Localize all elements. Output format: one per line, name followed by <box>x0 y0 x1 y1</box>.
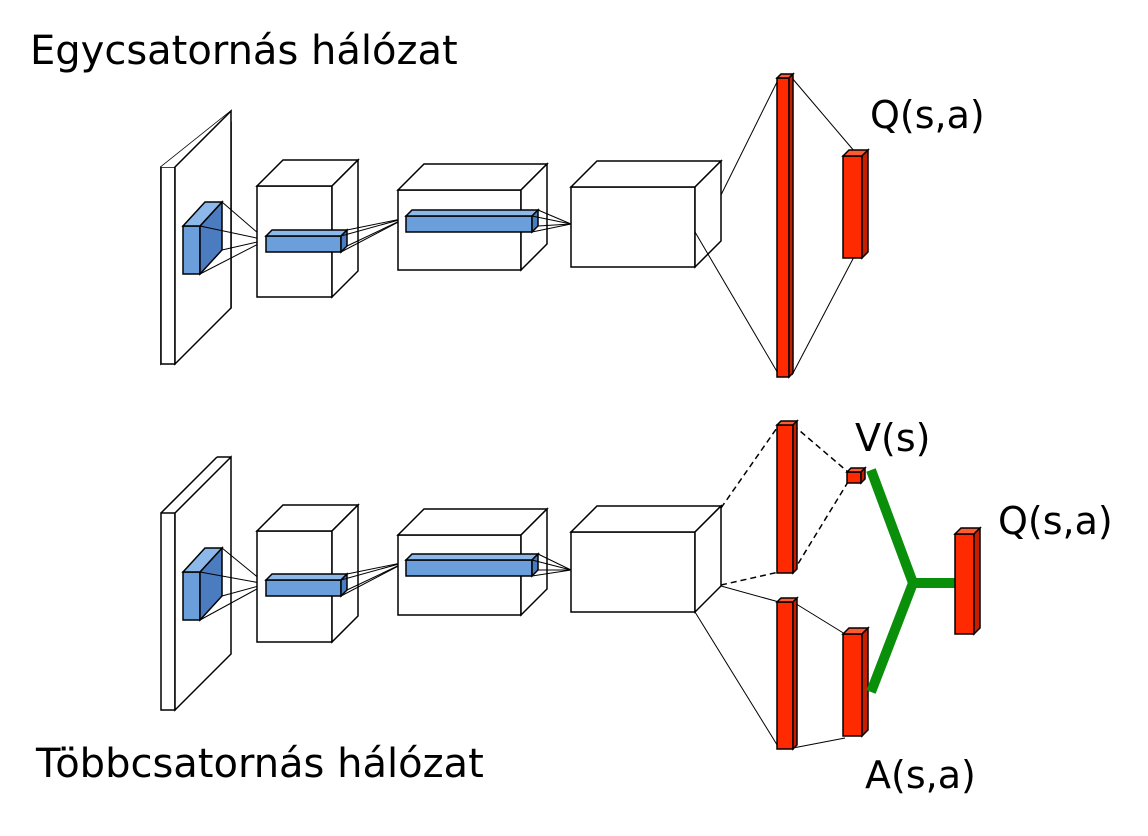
advantage-output <box>841 626 870 738</box>
conv1b-kernel <box>264 572 349 598</box>
single-stream-network <box>160 72 870 379</box>
kernel-connections-3 <box>531 209 572 233</box>
single-stream-title: Egycsatornás hálózat <box>30 28 458 74</box>
value-label: V(s) <box>855 416 930 460</box>
aggregator-connector <box>866 468 957 694</box>
value-stream-connections <box>720 424 849 586</box>
fc-connections <box>694 77 856 376</box>
dueling-q-output <box>953 526 982 636</box>
dueling-q-label: Q(s,a) <box>998 499 1113 543</box>
dueling-network <box>160 419 982 751</box>
advantage-stream-connections <box>694 585 846 749</box>
single-stream-q-label: Q(s,a) <box>870 93 985 137</box>
dueling-title: Többcsatornás hálózat <box>35 741 484 787</box>
value-fc-layer <box>775 419 799 575</box>
conv2b-kernel <box>404 552 540 578</box>
kernel-connections-5 <box>340 561 407 597</box>
advantage-fc-layer <box>775 596 799 751</box>
kernel-connections-6 <box>531 553 572 577</box>
input-kernel-2 <box>181 546 224 622</box>
value-output <box>845 466 867 485</box>
conv-layer-1 <box>255 158 360 299</box>
q-output-layer <box>841 148 870 260</box>
conv1-kernel <box>264 228 349 254</box>
conv2-kernel <box>404 208 540 234</box>
advantage-label: A(s,a) <box>865 753 976 797</box>
fc-layer <box>775 72 795 379</box>
conv-layer-3b <box>569 504 723 614</box>
conv-layer-3 <box>569 159 723 269</box>
kernel-connections-2 <box>340 217 407 253</box>
